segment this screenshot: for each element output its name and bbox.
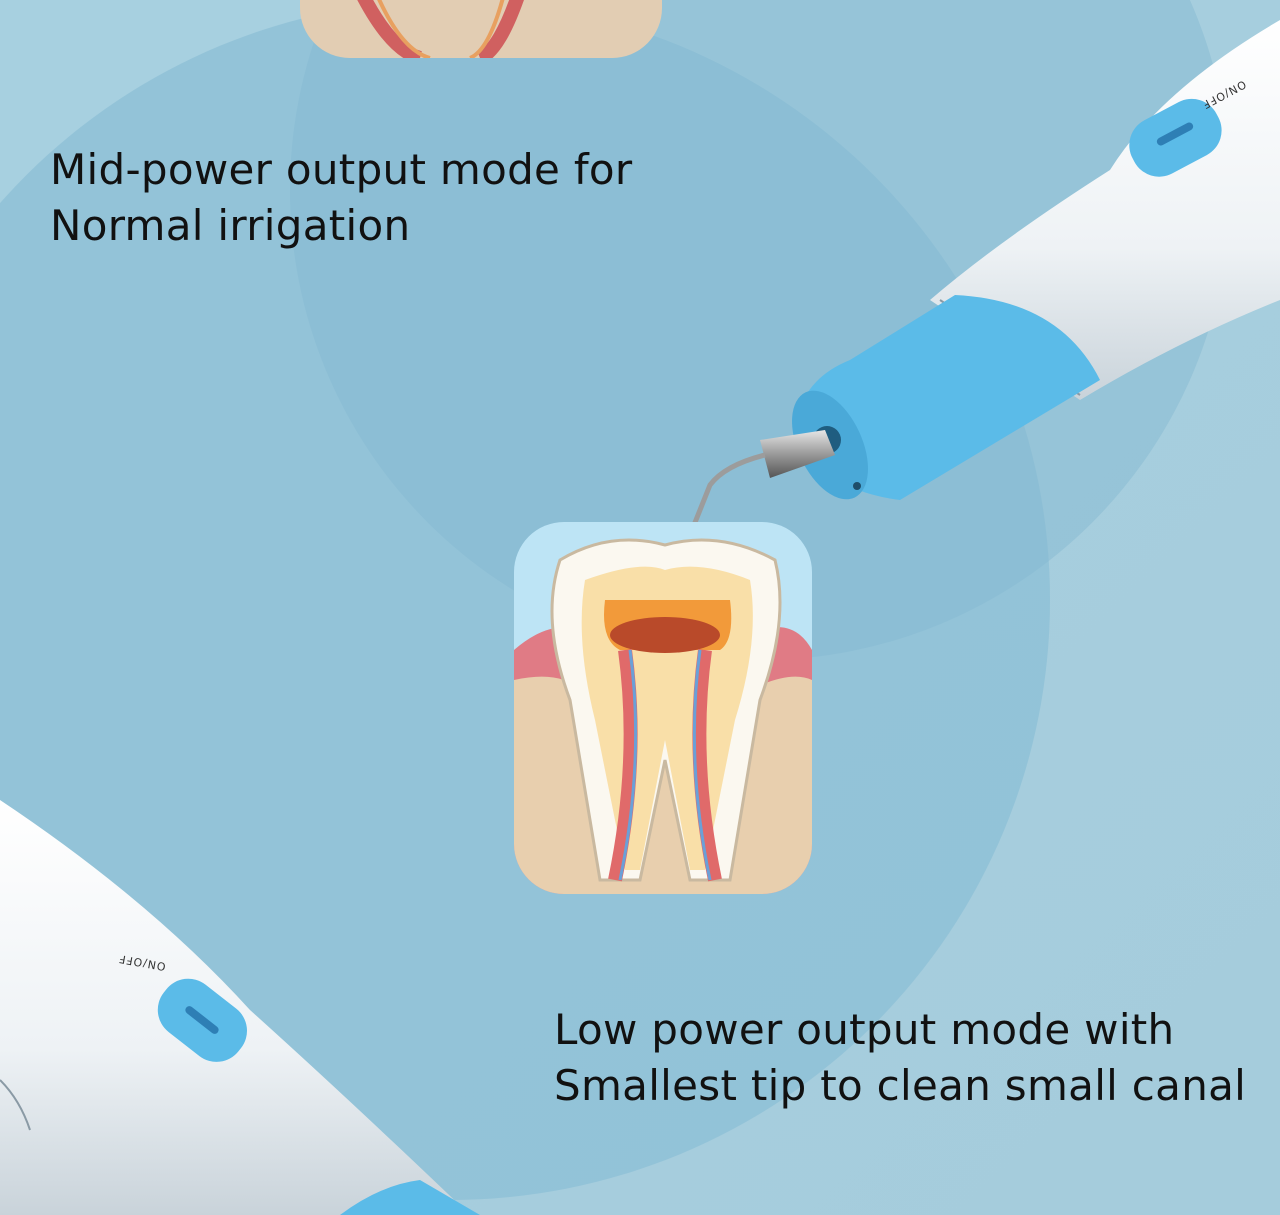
caption-line: Smallest tip to clean small canal bbox=[554, 1061, 1247, 1110]
caption-line: Mid-power output mode for bbox=[50, 145, 633, 194]
caption-line: Low power output mode with bbox=[554, 1005, 1175, 1054]
handpiece-upper bbox=[639, 20, 1280, 641]
tooth-illustration bbox=[514, 522, 812, 894]
caption-mid-power: Mid-power output mode for Normal irrigat… bbox=[50, 142, 632, 254]
tooth-illustration-top bbox=[300, 0, 662, 58]
caption-low-power: Low power output mode with Smallest tip … bbox=[554, 1002, 1246, 1114]
caption-line: Normal irrigation bbox=[50, 201, 411, 250]
